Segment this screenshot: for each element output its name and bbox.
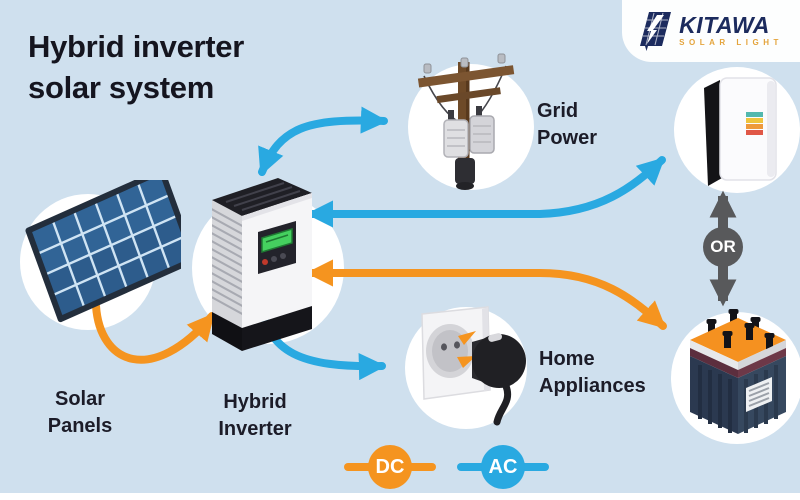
page-title-line1: Hybrid inverter [28,29,245,64]
battery-bank-icon [690,309,786,434]
legend-dc-badge: DC [368,445,412,489]
or-badge: OR [703,227,743,267]
arrow-inverter-grid-ac [258,106,389,176]
brand-tagline: SOLAR LIGHT [679,38,783,47]
brand-name: KITAWA [679,12,770,38]
brand-panel-icon [640,12,672,51]
brand-logo: KITAWA SOLAR LIGHT [622,0,800,62]
wall-battery-icon [704,77,777,186]
label-solar-panels: Solar Panels [47,388,113,437]
hybrid-inverter-icon [212,178,312,351]
page-title: Hybrid inverter solar system [28,26,244,108]
label-hybrid-inverter: Hybrid Inverter [218,391,292,440]
label-grid-power: Grid Power [537,100,598,149]
solar-panel-icon [25,180,181,323]
label-home-appliances: Home Appliances [539,348,646,397]
legend-ac-badge: AC [481,445,525,489]
home-appliances-icon [421,306,526,426]
page-title-line2: solar system [28,70,214,105]
grid-power-icon [417,53,515,190]
bottom-strip [0,493,800,500]
